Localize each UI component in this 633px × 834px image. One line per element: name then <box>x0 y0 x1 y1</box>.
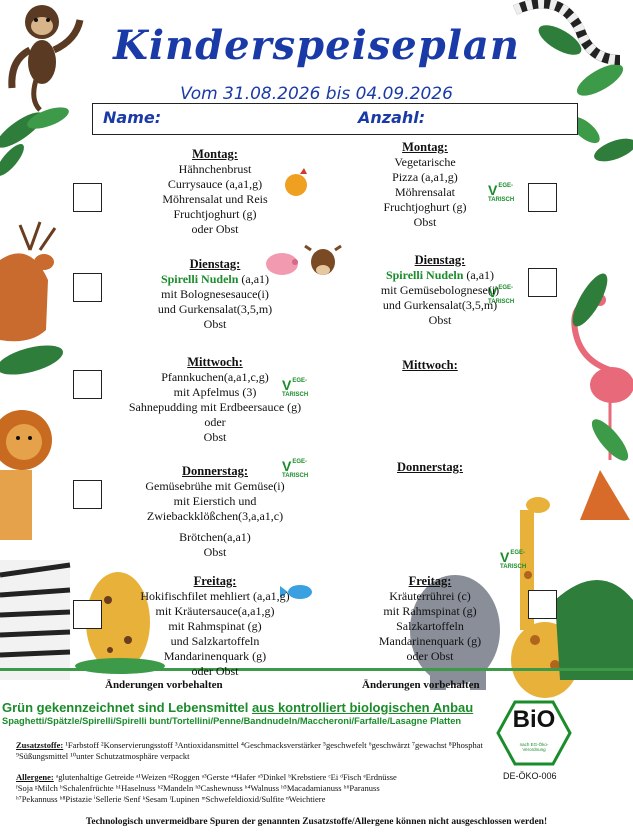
right-tuesday-menu: Dienstag: Spirelli Nudeln (a,a1) mit Gem… <box>345 253 535 328</box>
day-label: Mittwoch: <box>402 358 458 372</box>
lion-illustration <box>0 410 52 540</box>
menu-line: Fruchtjoghurt (g) <box>173 207 257 221</box>
date-range: Vom 31.08.2026 bis 04.09.2026 <box>180 84 453 104</box>
left-tuesday-menu: Dienstag: Spirelli Nudeln (a,a1) mit Bol… <box>115 257 315 332</box>
menu-line: Obst <box>203 317 227 331</box>
bio-logo-text: BiO <box>512 706 556 733</box>
left-thursday-menu: Donnerstag: Gemüsebrühe mit Gemüse(i) mi… <box>105 464 325 560</box>
day-label: Donnerstag: <box>397 460 463 474</box>
day-label: Mittwoch: <box>187 355 243 369</box>
menu-line: Brötchen(a,a1) <box>179 530 251 544</box>
menu-line: Fruchtjoghurt (g) <box>383 200 467 214</box>
menu-line: mit Kräutersauce(a,a1,g) <box>155 604 275 618</box>
right-wednesday-menu: Mittwoch: <box>345 358 515 373</box>
checkbox-left-friday[interactable] <box>73 600 102 629</box>
zebra-illustration <box>0 560 71 680</box>
menu-line: Salzkartoffeln <box>396 619 464 633</box>
bio-code: DE-ÖKO-006 <box>503 771 557 781</box>
checkbox-left-tuesday[interactable] <box>73 273 102 302</box>
bio-logo-small: nach EG-Öko-Verordnung <box>519 742 549 752</box>
bio-pasta-list: Spaghetti/Spätzle/Spirelli/Spirelli bunt… <box>2 716 462 726</box>
menu-line: Zwiebackklößchen(3,a,a1,c) <box>146 509 284 523</box>
menu-line: Hähnchenbrust <box>178 162 252 176</box>
menu-line: oder <box>204 415 226 429</box>
bio-highlight: Spirelli Nudeln <box>160 272 239 286</box>
menu-line: und Gurkensalat(3,5,m) <box>382 298 498 312</box>
allergens-legend: Allergene: ᵃglutenhaltige Getreide ᵃ¹Wei… <box>16 772 397 804</box>
menu-line: Möhrensalat <box>395 185 455 199</box>
checkbox-left-wednesday[interactable] <box>73 370 102 399</box>
menu-line: Sahnepudding mit Erdbeersauce (g) <box>128 400 302 414</box>
menu-line: mit Gemüsebolognese(i) <box>380 283 500 297</box>
menu-line: Mandarinenquark (g) <box>378 634 482 648</box>
menu-line: Obst <box>413 215 437 229</box>
checkbox-left-monday[interactable] <box>73 183 102 212</box>
monkey-illustration <box>8 5 84 112</box>
menu-line: mit Apfelmus (3) <box>173 385 257 399</box>
day-label: Montag: <box>192 147 238 161</box>
menu-line: Obst <box>203 430 227 444</box>
right-thursday-menu: Donnerstag: <box>345 460 515 475</box>
day-label: Montag: <box>402 140 448 154</box>
menu-line: Currysauce (a,a1,g) <box>167 177 263 191</box>
bio-title: Grün gekennzeichnet sind Lebensmittel au… <box>2 700 474 715</box>
menu-line: Hokifischfilet mehliert (a,a1,g) <box>140 589 290 603</box>
bio-logo <box>496 700 572 766</box>
left-friday-menu: Freitag: Hokifischfilet mehliert (a,a1,g… <box>105 574 325 679</box>
menu-line: Gemüsebrühe mit Gemüse(i) <box>145 479 285 493</box>
changes-note-left: Änderungen vorbehalten <box>105 679 223 691</box>
count-label: Anzahl: <box>358 108 426 127</box>
checkbox-right-tuesday[interactable] <box>528 268 557 297</box>
menu-line: oder Obst <box>406 649 454 663</box>
menu-line: mit Rahmspinat (g) <box>383 604 477 618</box>
checkbox-right-friday[interactable] <box>528 590 557 619</box>
menu-line: Obst <box>203 545 227 559</box>
left-monday-menu: Montag: Hähnchenbrust Currysauce (a,a1,g… <box>115 147 315 237</box>
menu-line: Pfannkuchen(a,a1,c,g) <box>161 370 269 384</box>
menu-line: Möhrensalat und Reis <box>162 192 268 206</box>
day-label: Freitag: <box>408 574 452 588</box>
chicken-icon <box>285 168 307 196</box>
menu-line: Mandarinenquark (g) <box>163 649 267 663</box>
menu-line: mit Eierstich und <box>173 494 257 508</box>
additives-legend: Zusatzstoffe: ¹Farbstoff ²Konservierungs… <box>16 740 483 761</box>
name-label: Name: <box>103 108 162 127</box>
right-monday-menu: Montag: Vegetarische Pizza (a,a1,g) Möhr… <box>340 140 510 230</box>
menu-line: mit Rahmspinat (g) <box>168 619 262 633</box>
menu-line: Kräuterrührei (c) <box>389 589 471 603</box>
menu-line: mit Bolognesesauce(i) <box>161 287 269 301</box>
menu-line: Vegetarische <box>394 155 456 169</box>
menu-line: und Salzkartoffeln <box>170 634 260 648</box>
menu-line: Obst <box>428 313 452 327</box>
changes-note-right: Änderungen vorbehalten <box>362 679 480 691</box>
name-count-box: Name: Anzahl: <box>92 103 578 135</box>
checkbox-right-monday[interactable] <box>528 183 557 212</box>
menu-line: Pizza (a,a1,g) <box>392 170 458 184</box>
menu-line: oder Obst <box>191 664 239 678</box>
checkbox-left-thursday[interactable] <box>73 480 102 509</box>
fish-icon <box>280 585 312 599</box>
day-label: Dienstag: <box>189 257 241 271</box>
page-title: Kinderspeiseplan <box>113 22 520 69</box>
right-friday-menu: Freitag: Kräuterrührei (c) mit Rahmspina… <box>350 574 510 664</box>
day-label: Dienstag: <box>414 253 466 267</box>
day-label: Freitag: <box>193 574 237 588</box>
traces-disclaimer: Technologisch unvermeidbare Spuren der g… <box>85 817 548 827</box>
deer-illustration <box>0 221 57 342</box>
cow-icon <box>304 244 342 275</box>
pig-icon <box>266 253 298 275</box>
bio-highlight: Spirelli Nudeln <box>385 268 464 282</box>
menu-line: oder Obst <box>191 222 239 236</box>
day-label: Donnerstag: <box>182 464 248 478</box>
left-wednesday-menu: Mittwoch: Pfannkuchen(a,a1,c,g) mit Apfe… <box>95 355 335 445</box>
menu-line: und Gurkensalat(3,5,m) <box>157 302 273 316</box>
